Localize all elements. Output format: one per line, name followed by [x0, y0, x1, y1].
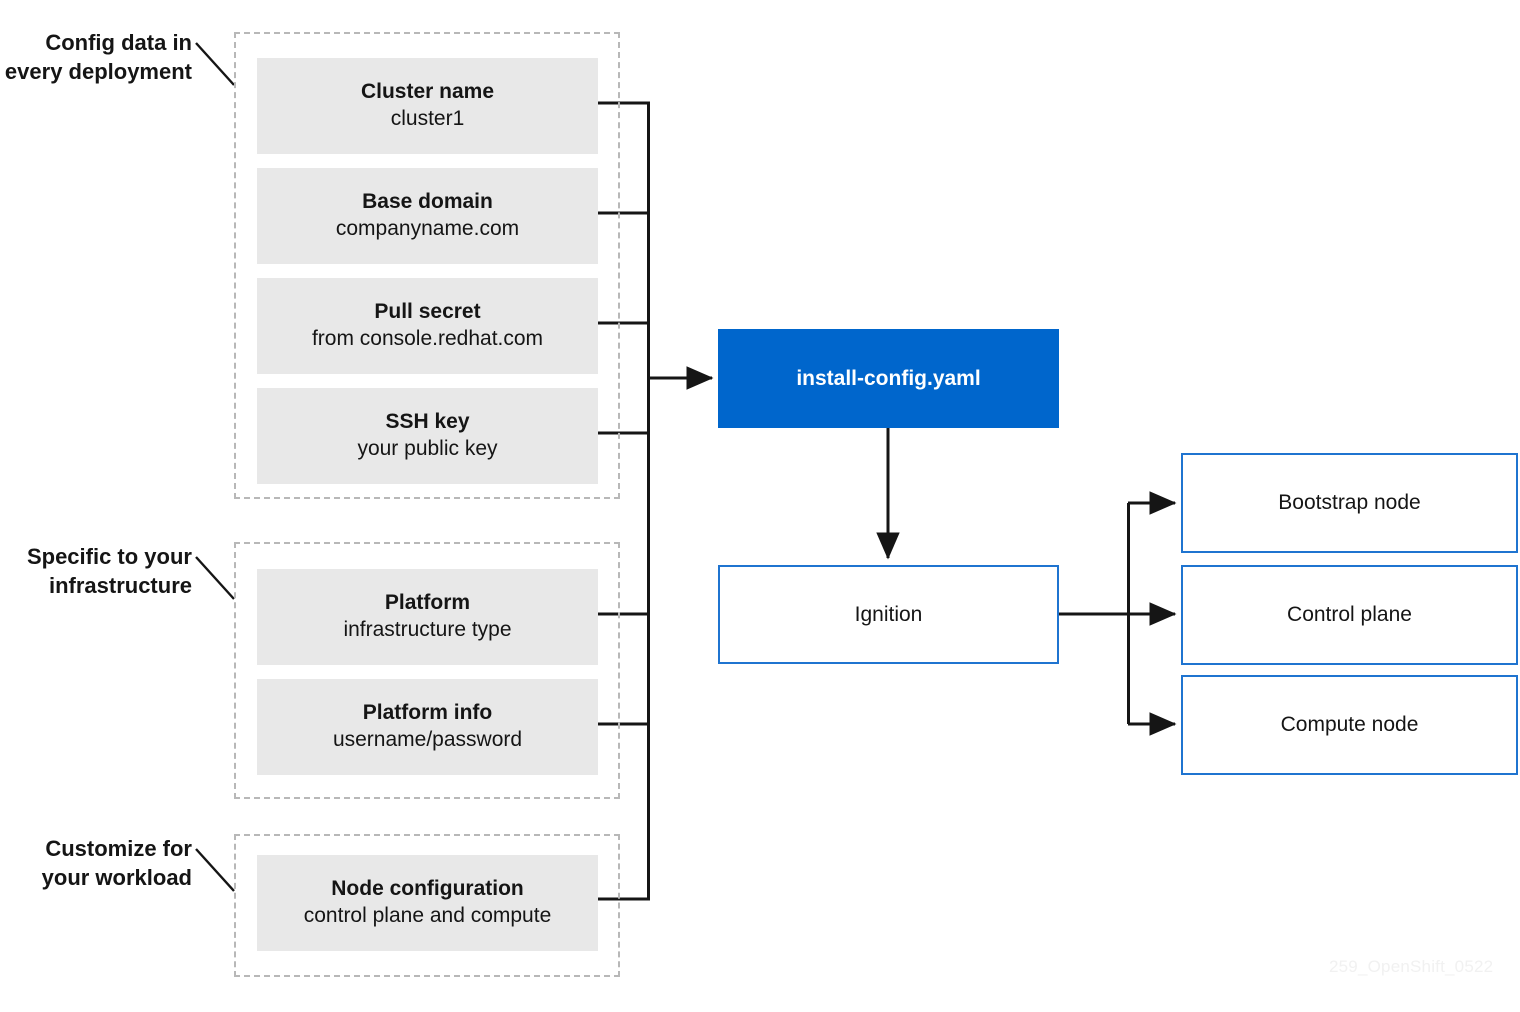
- card-title: Base domain: [362, 189, 493, 213]
- card-subtitle: from console.redhat.com: [311, 326, 544, 350]
- card-title: Platform: [384, 590, 471, 614]
- card-node-configuration[interactable]: Node configuration control plane and com…: [257, 855, 598, 951]
- card-subtitle: your public key: [357, 436, 498, 460]
- node-control-plane[interactable]: Control plane: [1181, 565, 1518, 665]
- card-ssh-key[interactable]: SSH key your public key: [257, 388, 598, 484]
- card-title: Node configuration: [331, 876, 524, 900]
- card-title: Pull secret: [374, 299, 481, 323]
- card-title: Cluster name: [360, 79, 495, 103]
- node-bootstrap-node[interactable]: Bootstrap node: [1181, 453, 1518, 553]
- card-platform-info[interactable]: Platform info username/password: [257, 679, 598, 775]
- card-pull-secret[interactable]: Pull secret from console.redhat.com: [257, 278, 598, 374]
- annotation-customize-workload: Customize for your workload: [41, 836, 192, 891]
- node-compute-node[interactable]: Compute node: [1181, 675, 1518, 775]
- watermark-label: 259_OpenShift_0522: [1329, 957, 1494, 976]
- annotation-config-every-deployment: Config data in ever­y deployment: [4, 30, 192, 85]
- card-subtitle: infrastructure type: [343, 617, 512, 641]
- card-subtitle: control plane and compute: [303, 903, 552, 927]
- group-infrastructure: [234, 542, 620, 799]
- card-subtitle: cluster1: [390, 106, 465, 130]
- card-subtitle: username/password: [332, 727, 523, 751]
- card-subtitle: companyname.com: [335, 216, 520, 240]
- card-cluster-name[interactable]: Cluster name cluster1: [257, 58, 598, 154]
- card-title: Platform info: [362, 700, 493, 724]
- node-install-config-yaml[interactable]: install-config.yaml: [718, 329, 1059, 428]
- card-title: SSH key: [385, 409, 470, 433]
- annotation-specific-infrastructure: Specific to your infrastructure: [26, 544, 192, 599]
- card-platform[interactable]: Platform infrastructure type: [257, 569, 598, 665]
- node-ignition[interactable]: Ignition: [718, 565, 1059, 664]
- group-common-config: [234, 32, 620, 499]
- group-workload: [234, 834, 620, 977]
- card-base-domain[interactable]: Base domain companyname.com: [257, 168, 598, 264]
